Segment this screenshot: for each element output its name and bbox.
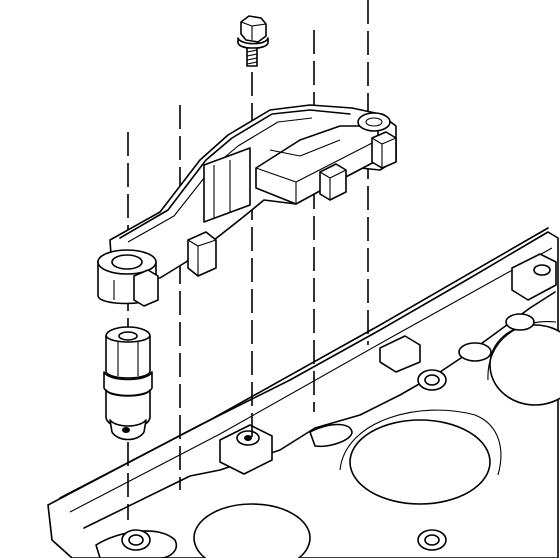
harness-clip-mid bbox=[319, 163, 347, 201]
head-water-hole-2 bbox=[505, 313, 535, 331]
combustion-chamber-2-rim bbox=[339, 409, 502, 476]
harness-clip-lower-left bbox=[133, 269, 159, 307]
bracket-mounting-boss bbox=[219, 424, 273, 475]
bolt bbox=[237, 15, 269, 67]
head-bolt-hole-2 bbox=[417, 369, 447, 391]
head-bolt-hole-3 bbox=[417, 529, 447, 551]
bolt-threads bbox=[246, 49, 258, 65]
bracket-top-edge bbox=[119, 109, 351, 239]
head-top-edge bbox=[59, 227, 549, 499]
head-bolt-hole-1 bbox=[121, 529, 151, 551]
combustion-chamber-3 bbox=[489, 324, 560, 406]
combustion-chamber-3-rim bbox=[487, 320, 557, 381]
head-top-edge-inner bbox=[69, 247, 553, 513]
head-gasket-boundary bbox=[83, 291, 556, 529]
bracket-web-plate bbox=[203, 147, 251, 223]
bracket-right-eyelet bbox=[357, 112, 391, 132]
harness-clip-right bbox=[371, 131, 397, 169]
harness-clip-left bbox=[187, 231, 217, 277]
bolt-flange bbox=[237, 37, 269, 50]
boot-body-upper bbox=[105, 335, 151, 379]
head-front-face bbox=[47, 504, 73, 558]
head-boss-upper bbox=[379, 335, 421, 373]
head-water-hole-1 bbox=[458, 342, 492, 362]
boot-tip-hole bbox=[122, 427, 130, 433]
bolt-head bbox=[240, 15, 267, 43]
combustion-chamber-2 bbox=[349, 419, 491, 505]
spark-plug-boot bbox=[103, 326, 153, 441]
alignment-lines bbox=[127, 0, 369, 520]
combustion-chamber-1 bbox=[193, 503, 311, 558]
head-boss-right-hole bbox=[533, 264, 551, 276]
head-port-upper bbox=[309, 423, 353, 448]
harness-clips bbox=[133, 131, 397, 307]
cylinder-head bbox=[47, 227, 560, 558]
